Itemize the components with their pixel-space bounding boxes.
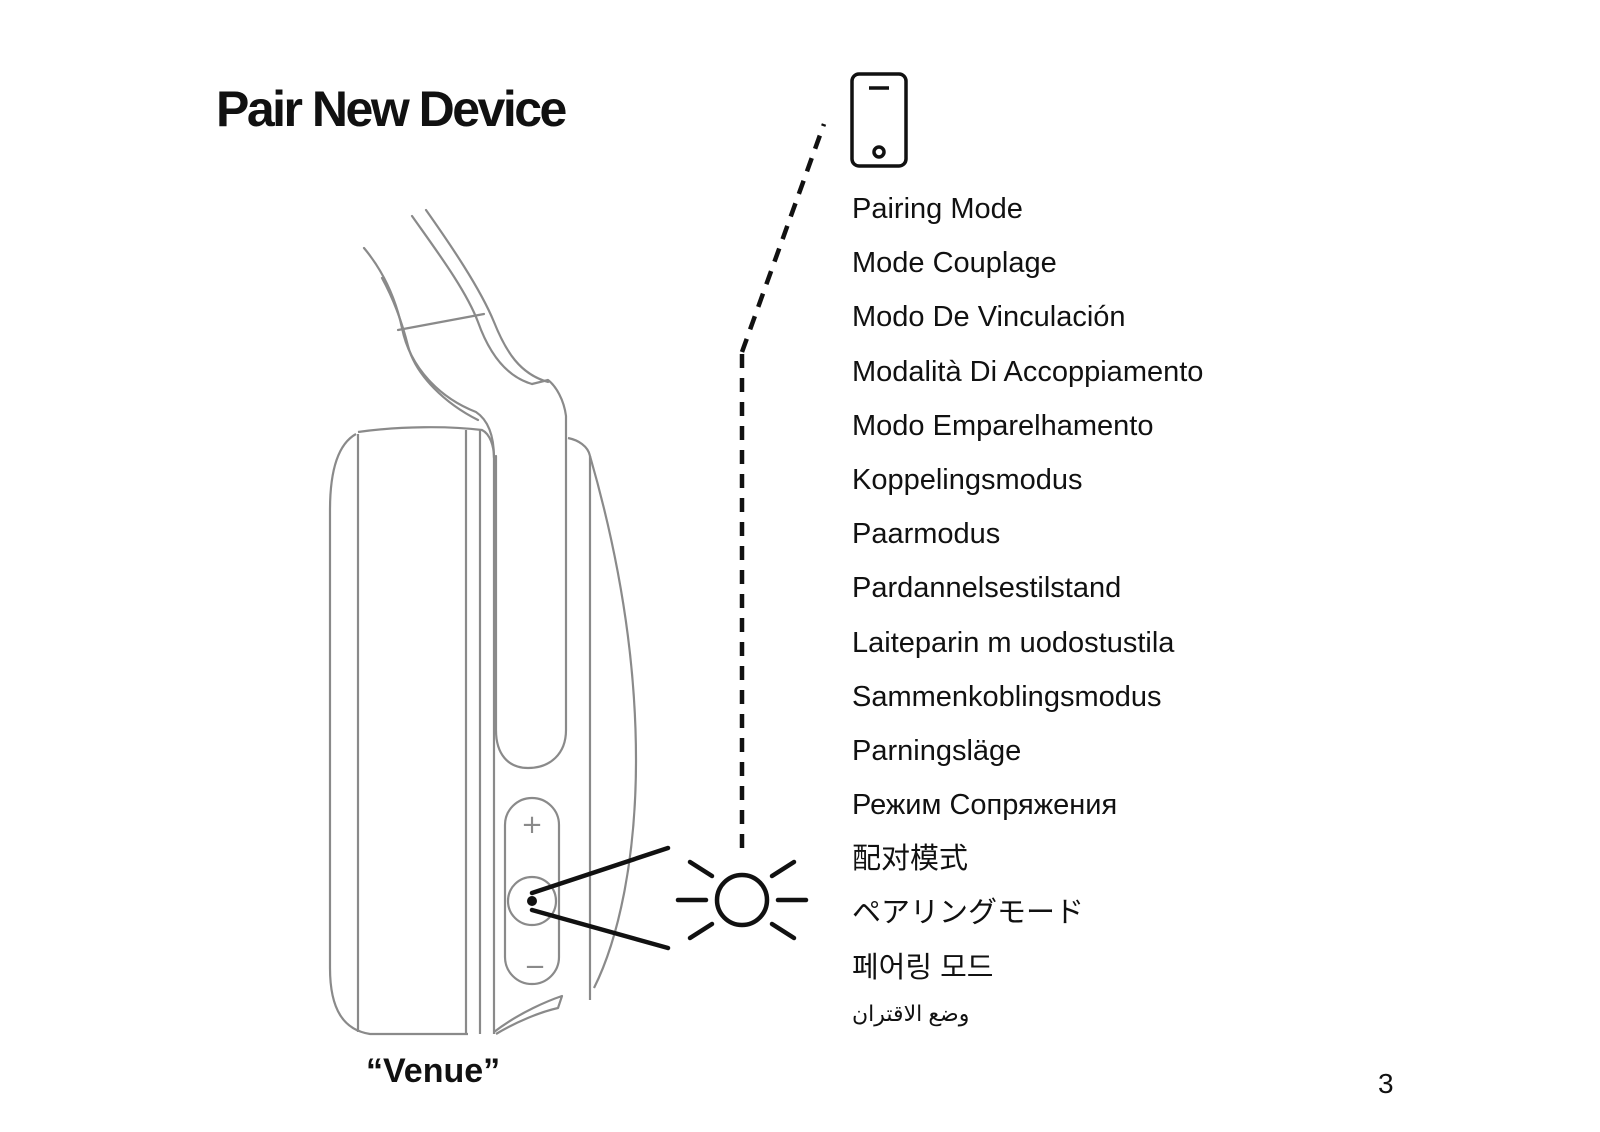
pairing-mode-label-en: Pairing Mode [852,193,1023,225]
pairing-mode-label-de: Paarmodus [852,518,1001,551]
pairing-mode-label-pt: Modo Emparelhamento [852,409,1154,442]
pairing-mode-label-ja: ペアリングモード [852,897,1085,930]
volume-down-icon: − [524,952,546,982]
pairing-mode-label-ko: 페어링 모드 [852,951,994,984]
pairing-mode-label-es: Modo De Vinculación [852,301,1126,334]
smartphone-icon [850,72,908,168]
pairing-mode-label-nl: Koppelingsmodus [852,463,1083,496]
pairing-mode-label-zh: 配对模式 [852,843,969,876]
blinking-light-icon [675,859,809,941]
pairing-mode-label-ar: وضع الاقتران [852,1000,970,1026]
headband [362,208,568,770]
ear-cup [328,426,638,1036]
dashed-connection-line [739,123,827,848]
multifunction-button-dot [527,896,537,906]
product-caption: “Venue” [366,1052,501,1090]
page-title: Pair New Device [216,81,567,137]
pairing-mode-label-sv: Parningsläge [852,734,1022,767]
pairing-mode-label-it: Modalità Di Accoppiamento [852,355,1204,388]
pairing-mode-label-fi: Laiteparin m uodostustila [852,626,1175,659]
pairing-mode-label-no: Sammenkoblingsmodus [852,680,1162,713]
page-number: 3 [1378,1068,1394,1099]
volume-up-icon: + [521,810,543,840]
pairing-mode-list: Pairing Mode Mode Couplage Modo De Vincu… [852,182,1203,1033]
pairing-mode-label-ru: Режим Сопряжения [852,789,1118,822]
volume-control [503,796,561,986]
pairing-mode-label-fr: Mode Couplage [852,247,1057,280]
pairing-mode-label-da: Pardannelsestilstand [852,572,1122,605]
callout-lines [529,845,671,951]
